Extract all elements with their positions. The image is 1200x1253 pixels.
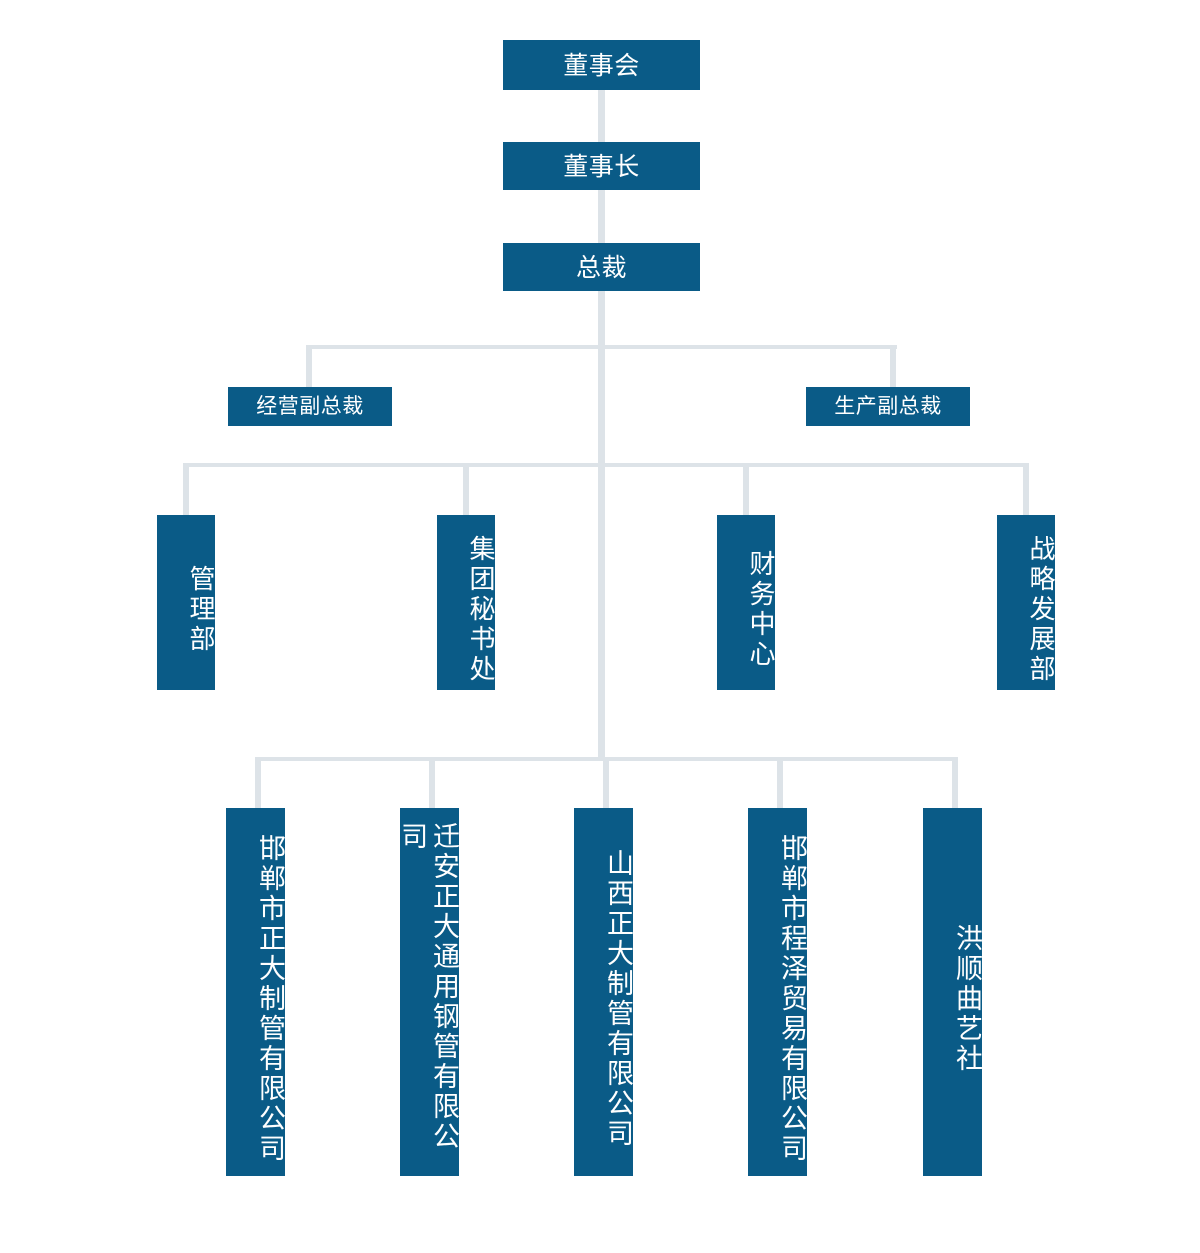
connector-drop-finance	[743, 463, 749, 515]
connector-drop-handan-zhengda	[255, 757, 261, 808]
node-department-finance-center[interactable]: 财务中心	[717, 515, 775, 690]
node-subsidiary-handan-chengze-trading[interactable]: 邯郸市程泽贸易有限公司	[748, 808, 807, 1176]
connector-drop-secretariat	[463, 463, 469, 515]
node-vp-production[interactable]: 生产副总裁	[806, 387, 970, 426]
connector-department-bus	[183, 463, 1029, 467]
connector-drop-hongshun	[952, 757, 958, 808]
connector-drop-strategy	[1023, 463, 1029, 515]
connector-board-to-chairman	[598, 90, 605, 142]
connector-drop-shanxi-zhengda	[603, 757, 609, 808]
node-board-of-directors[interactable]: 董事会	[503, 40, 700, 90]
node-subsidiary-qianan-zhengda-steel-pipe[interactable]: 迁安正大通用钢管有限公司	[396, 808, 459, 1176]
node-subsidiary-handan-zhengda-pipe[interactable]: 邯郸市正大制管有限公司	[226, 808, 285, 1176]
connector-drop-management	[183, 463, 189, 515]
connector-president-long-spine	[598, 345, 605, 761]
connector-chairman-to-president	[598, 190, 605, 243]
node-vp-operations[interactable]: 经营副总裁	[228, 387, 392, 426]
node-subsidiary-hongshun-quyi-society[interactable]: 洪顺曲艺社	[923, 808, 982, 1176]
connector-drop-vp-operations	[306, 345, 312, 387]
connector-drop-qianan-zhengda	[429, 757, 435, 808]
node-chairman[interactable]: 董事长	[503, 142, 700, 190]
node-department-strategic-development[interactable]: 战略发展部	[997, 515, 1055, 690]
connector-drop-vp-production	[890, 345, 896, 387]
connector-president-stem	[598, 291, 605, 345]
node-president[interactable]: 总裁	[503, 243, 700, 291]
node-department-management[interactable]: 管理部	[157, 515, 215, 690]
node-subsidiary-shanxi-zhengda-pipe[interactable]: 山西正大制管有限公司	[574, 808, 633, 1176]
connector-drop-chengze-trading	[777, 757, 783, 808]
node-department-group-secretariat[interactable]: 集团秘书处	[437, 515, 495, 690]
